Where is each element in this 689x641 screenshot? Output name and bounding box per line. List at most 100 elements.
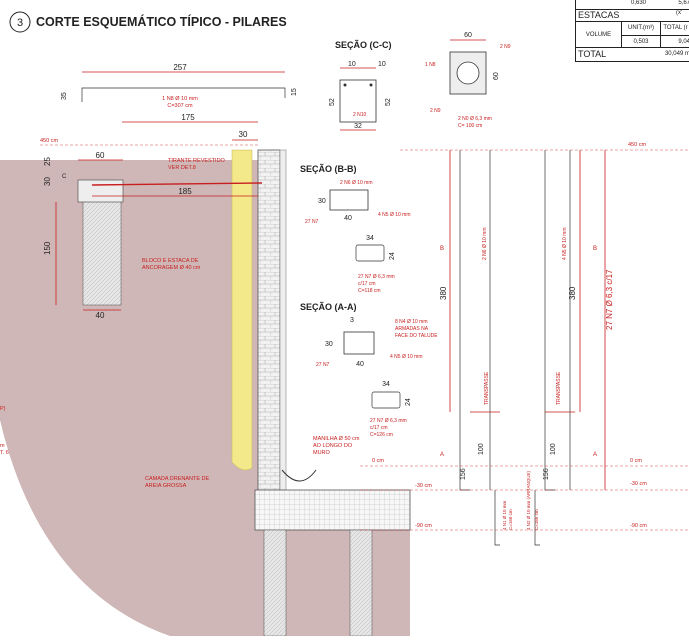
svg-text:B: B [593, 246, 597, 252]
svg-text:380: 380 [439, 286, 448, 300]
section-aa: SEÇÃO (A-A) 3 30 40 8 N4 Ø 10 mm ARMADAS… [300, 302, 438, 438]
svg-text:2 N6 Ø 10 mm: 2 N6 Ø 10 mm [340, 180, 373, 186]
quantity-table: 0,630 5,67 ESTACAS (x' VOLUME UNIT.(m³) … [575, 0, 689, 62]
svg-text:ARMADAS NA: ARMADAS NA [395, 326, 429, 332]
section-cc: SEÇÃO (C-C) 10 10 52 52 32 2 N10 60 60 2… [329, 32, 511, 131]
svg-text:T. 6: T. 6 [0, 450, 9, 456]
svg-text:-30 cm: -30 cm [630, 481, 647, 487]
svg-text:C=126 cm: C=126 cm [370, 432, 393, 438]
svg-text:34: 34 [382, 381, 390, 388]
svg-text:VER DET.8: VER DET.8 [168, 165, 196, 171]
drawing-header: 3 CORTE ESQUEMÁTICO TÍPICO - PILARES [9, 11, 287, 33]
svg-text:257: 257 [173, 63, 187, 72]
svg-text:175: 175 [181, 113, 195, 122]
svg-text:30: 30 [325, 341, 333, 348]
svg-text:27 N7: 27 N7 [316, 362, 330, 368]
svg-text:MURO: MURO [313, 450, 331, 456]
svg-text:10: 10 [378, 61, 386, 68]
svg-text:156: 156 [460, 468, 467, 480]
anchor-block [77, 179, 124, 203]
svg-text:380: 380 [568, 286, 577, 300]
svg-text:60: 60 [96, 151, 105, 160]
svg-text:1 N8 Ø 10 mm: 1 N8 Ø 10 mm [162, 96, 198, 102]
svg-text:100: 100 [478, 443, 485, 455]
soil-fill [0, 160, 410, 636]
drawing-title: CORTE ESQUEMÁTICO TÍPICO - PILARES [36, 14, 287, 29]
svg-text:TRANSPASSE: TRANSPASSE [556, 371, 562, 405]
svg-text:15: 15 [291, 88, 298, 96]
table-row: ESTACAS (x' [576, 10, 689, 22]
svg-text:60: 60 [464, 32, 472, 39]
pile-right [349, 529, 373, 637]
rebar-n8-detail: 257 35 15 1 N8 Ø 10 mm C=307 cm [61, 63, 298, 109]
svg-text:A: A [440, 452, 444, 458]
svg-text:C=307 cm: C=307 cm [167, 103, 193, 109]
svg-text:52: 52 [385, 98, 392, 106]
svg-text:25: 25 [43, 157, 52, 166]
section-aa-title: SEÇÃO (A-A) [300, 302, 357, 312]
svg-text:24: 24 [389, 252, 396, 260]
svg-text:2 N6 Ø 10 mm: 2 N6 Ø 10 mm [482, 227, 488, 260]
svg-text:0 cm: 0 cm [630, 458, 642, 464]
svg-text:40: 40 [96, 311, 105, 320]
svg-text:156: 156 [543, 468, 550, 480]
pile-left [263, 529, 287, 637]
svg-text:TIRANTE REVESTIDO: TIRANTE REVESTIDO [168, 158, 226, 164]
svg-text:C= 100 cm: C= 100 cm [458, 123, 482, 129]
svg-text:450 cm: 450 cm [40, 138, 58, 144]
svg-text:c/17 cm: c/17 cm [358, 281, 376, 287]
table-row: TOTAL 30,049 m [576, 48, 689, 62]
svg-text:52: 52 [329, 98, 336, 106]
svg-text:4 N1 Ø 10 mm: 4 N1 Ø 10 mm [502, 500, 507, 530]
table-row: 0,630 5,67 [576, 0, 689, 10]
svg-text:24: 24 [405, 398, 412, 406]
svg-text:4 N5 Ø 10 mm: 4 N5 Ø 10 mm [562, 227, 568, 260]
svg-text:27 N7 Ø 6,3 mm: 27 N7 Ø 6,3 mm [370, 418, 407, 424]
svg-text:27 N7: 27 N7 [305, 219, 319, 225]
svg-text:C=166 cm: C=166 cm [508, 509, 513, 530]
svg-text:BLOCO E ESTACA DE: BLOCO E ESTACA DE [142, 258, 199, 264]
svg-text:2 N9: 2 N9 [430, 108, 441, 114]
svg-text:-90 cm: -90 cm [630, 523, 647, 529]
svg-text:10: 10 [348, 61, 356, 68]
svg-text:100: 100 [550, 443, 557, 455]
section-cc-title: SEÇÃO (C-C) [335, 40, 392, 50]
svg-text:FACE DO TALUDE: FACE DO TALUDE [395, 333, 438, 339]
detail-number-circle [9, 11, 31, 33]
svg-text:AREIA GROSSA: AREIA GROSSA [145, 483, 187, 489]
svg-text:-30 cm: -30 cm [415, 483, 432, 489]
retaining-wall [257, 149, 281, 491]
anchor-pile [82, 184, 122, 306]
svg-text:30: 30 [318, 198, 326, 205]
svg-text:2 N9: 2 N9 [500, 44, 511, 50]
svg-text:40: 40 [344, 215, 352, 222]
svg-text:4 N5 Ø 10 mm: 4 N5 Ø 10 mm [378, 212, 411, 218]
wall-face [279, 149, 287, 491]
svg-text:27 N7 Ø 6,3 mm: 27 N7 Ø 6,3 mm [358, 274, 395, 280]
svg-text:450 cm: 450 cm [628, 142, 646, 148]
svg-text:AO LONGO DO: AO LONGO DO [313, 443, 353, 449]
svg-text:35: 35 [61, 92, 68, 100]
svg-text:ANCORAGEM Ø 40 cm: ANCORAGEM Ø 40 cm [142, 265, 201, 271]
svg-text:0 cm: 0 cm [372, 458, 384, 464]
tie-rod [91, 182, 263, 186]
svg-text:32: 32 [354, 123, 362, 130]
svg-text:MANILHA Ø 50 cm: MANILHA Ø 50 cm [313, 436, 360, 442]
svg-text:c/17 cm: c/17 cm [370, 425, 388, 431]
svg-text:34: 34 [366, 235, 374, 242]
drain-pipe [281, 469, 317, 482]
svg-text:C: C [62, 174, 67, 180]
svg-text:150: 150 [43, 241, 52, 255]
svg-text:60: 60 [493, 72, 500, 80]
svg-text:C=118 cm: C=118 cm [358, 288, 381, 294]
svg-text:m: m [0, 443, 5, 449]
svg-text:P): P) [0, 406, 6, 412]
svg-text:2 N10: 2 N10 [353, 112, 367, 118]
estacas-label: ESTACAS [578, 10, 620, 20]
svg-text:8 N4 Ø 10 mm: 8 N4 Ø 10 mm [395, 319, 428, 325]
svg-text:2 N0 Ø 6,3 mm: 2 N0 Ø 6,3 mm [458, 116, 492, 122]
svg-text:CAMADA DRENANTE DE: CAMADA DRENANTE DE [145, 476, 210, 482]
footing-block [254, 489, 411, 531]
svg-text:B: B [440, 246, 444, 252]
